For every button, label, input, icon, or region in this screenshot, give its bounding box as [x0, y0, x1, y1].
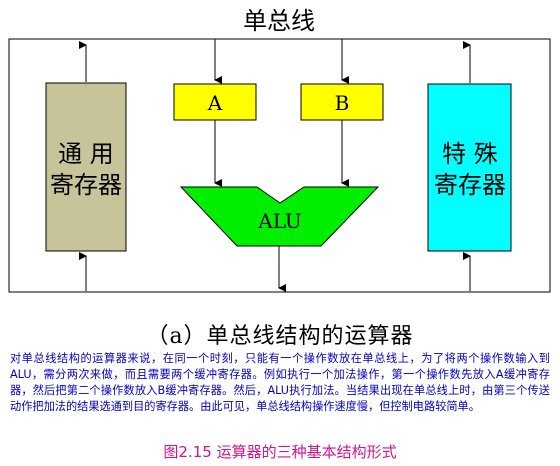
figure-caption: 图2.15 运算器的三种基本结构形式 [163, 443, 397, 461]
diagram-caption: （a）单总线结构的运算器 [146, 324, 414, 349]
bus-label: 单总线 [243, 7, 315, 35]
buffer-register-b [300, 83, 384, 121]
special-registers-label-line2: 寄存器 [434, 171, 506, 199]
general-registers-box [45, 82, 127, 252]
general-registers-label-line2: 寄存器 [50, 171, 122, 199]
special-registers-box [427, 83, 512, 252]
alu-block [179, 186, 380, 247]
single-bus-line [8, 38, 551, 293]
description-paragraph: 对单总线结构的运算器来说，在同一个时刻，只能有一个操作数放在单总线上，为了将两个… [10, 352, 550, 413]
special-registers-label-line1: 特 殊 [442, 140, 498, 168]
general-registers-label-line1: 通 用 [58, 140, 114, 168]
alu-label: ALU [257, 209, 302, 233]
buffer-register-a-label: A [207, 91, 223, 115]
buffer-register-b-label: B [335, 91, 350, 115]
bus-label-bg [235, 2, 323, 38]
buffer-register-a [173, 83, 257, 121]
